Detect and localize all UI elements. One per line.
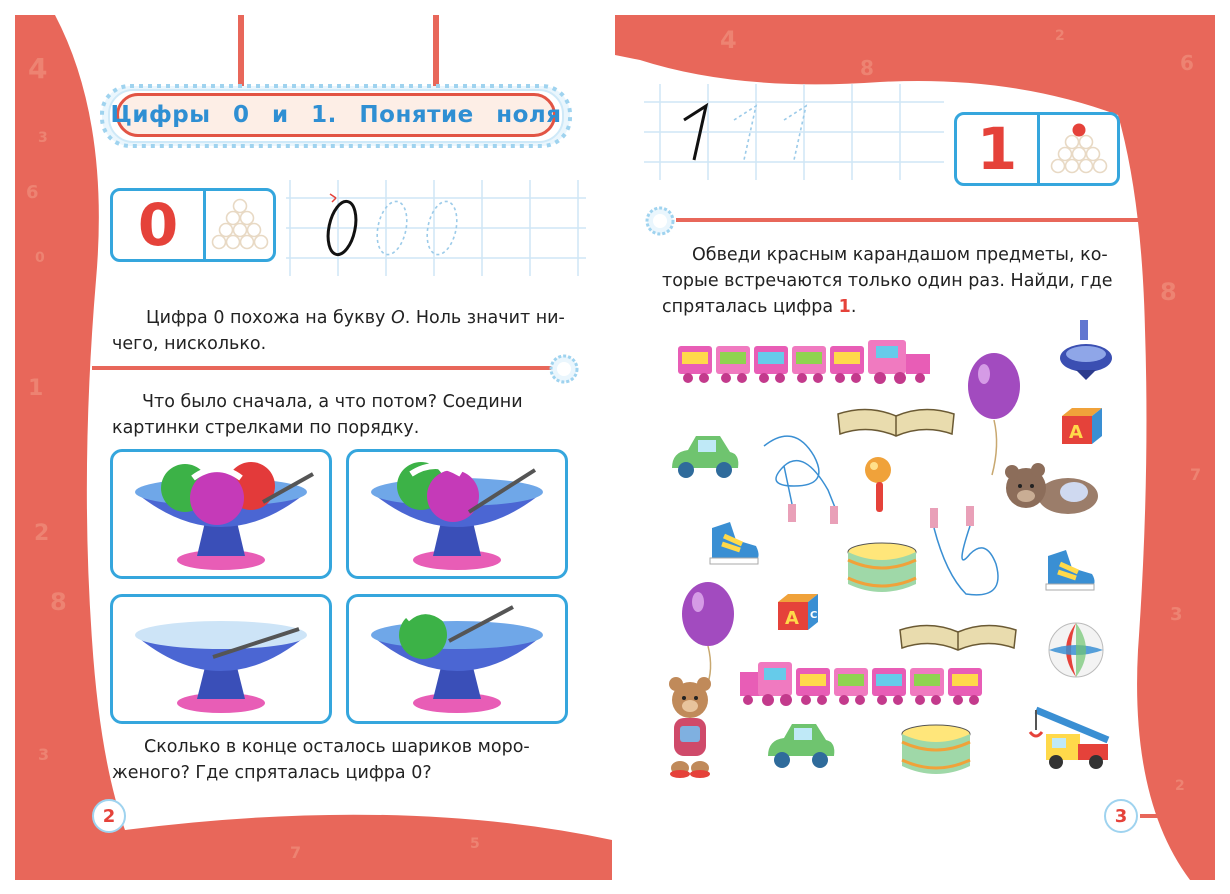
svg-text:5: 5 xyxy=(470,836,480,852)
svg-text:7: 7 xyxy=(290,843,301,862)
beach-ball[interactable] xyxy=(1046,620,1106,680)
svg-text:3: 3 xyxy=(1170,604,1183,625)
svg-text:3: 3 xyxy=(38,745,49,764)
ice-cream-bowl-two-scoops xyxy=(371,462,543,570)
svg-text:8: 8 xyxy=(860,56,874,80)
digit-card-zero: 0 xyxy=(110,188,276,262)
paragraph-circle-task: Обведи красным карандашом предметы, ко- … xyxy=(662,245,1113,317)
svg-text:C: C xyxy=(810,610,817,621)
alphabet-block-bottom[interactable]: A C xyxy=(774,592,824,634)
page-number-left: 2 xyxy=(88,795,130,837)
title-plate: Цифры 0 и 1. Понятие ноля xyxy=(111,93,561,137)
svg-text:A: A xyxy=(1069,422,1083,443)
digit-one: 1 xyxy=(957,115,1040,183)
writing-grid-zero xyxy=(286,180,586,276)
ice-cream-bowl-empty xyxy=(135,621,307,713)
writing-grid-one xyxy=(644,84,944,180)
paragraph-sequence-task: Что было сначала, а что потом? Соедини к… xyxy=(112,392,523,438)
banner-rope-left xyxy=(238,15,244,97)
page-title: Цифры 0 и 1. Понятие ноля xyxy=(110,102,562,128)
svg-text:2: 2 xyxy=(1175,778,1185,794)
alphabet-block-top[interactable]: A xyxy=(1058,406,1104,446)
teddy-bear-lying[interactable] xyxy=(998,462,1104,518)
svg-text:4: 4 xyxy=(28,52,47,85)
sneaker-right[interactable] xyxy=(1042,546,1098,594)
paragraph-scoops-question: Сколько в конце осталось шариков моро- ж… xyxy=(112,737,530,783)
page-number-line-right xyxy=(1140,814,1186,818)
digit-card-one: 1 xyxy=(954,112,1120,186)
gear-icon xyxy=(549,354,579,384)
picture-three-scoops[interactable] xyxy=(110,449,332,579)
jump-rope-top[interactable] xyxy=(754,426,844,526)
title-banner: Цифры 0 и 1. Понятие ноля xyxy=(96,80,576,152)
toy-crane-truck[interactable] xyxy=(1016,700,1118,774)
svg-text:6: 6 xyxy=(26,182,39,203)
toy-car-bottom[interactable] xyxy=(762,718,840,774)
section-divider-right xyxy=(676,218,1142,222)
purple-balloon-top[interactable] xyxy=(962,350,1028,480)
toy-train-bottom[interactable] xyxy=(738,658,990,710)
purple-balloon-bottom[interactable] xyxy=(678,580,738,690)
svg-text:8: 8 xyxy=(50,588,67,616)
picture-one-scoop[interactable] xyxy=(346,594,568,724)
dots-triangle-one-filled xyxy=(1040,115,1117,183)
svg-text:2: 2 xyxy=(1055,28,1065,44)
jump-rope-bottom[interactable] xyxy=(926,504,1016,604)
picture-empty-bowl[interactable] xyxy=(110,594,332,724)
open-book-bottom[interactable] xyxy=(896,620,1020,654)
svg-text:6: 6 xyxy=(1180,51,1194,75)
banner-rope-right xyxy=(433,15,439,97)
teddy-bear-standing[interactable] xyxy=(660,676,720,780)
svg-text:4: 4 xyxy=(720,26,737,54)
picture-two-scoops[interactable] xyxy=(346,449,568,579)
drum-bottom[interactable] xyxy=(898,722,974,780)
paragraph-zero-meaning: Цифра 0 похожа на букву О. Ноль значит н… xyxy=(112,308,565,354)
spinning-top[interactable] xyxy=(1058,320,1116,380)
svg-text:A: A xyxy=(785,608,799,629)
open-book-top[interactable] xyxy=(834,404,958,440)
section-divider-left xyxy=(92,366,552,370)
svg-text:7: 7 xyxy=(1190,465,1201,484)
gear-icon-right xyxy=(645,206,675,236)
page-number-right: 3 xyxy=(1100,795,1142,837)
sneaker-left[interactable] xyxy=(706,518,762,568)
ice-cream-bowl-three-scoops xyxy=(135,462,314,570)
svg-text:1: 1 xyxy=(28,376,43,401)
digit-zero: 0 xyxy=(113,191,206,259)
svg-text:2: 2 xyxy=(34,521,49,546)
toy-train-top[interactable] xyxy=(676,336,936,388)
empty-dots-triangle xyxy=(206,191,273,259)
svg-text:3: 3 xyxy=(38,130,48,146)
baby-rattle[interactable] xyxy=(860,454,900,516)
svg-text:0: 0 xyxy=(35,250,45,266)
ice-cream-bowl-one-scoop xyxy=(371,605,543,713)
svg-text:8: 8 xyxy=(1160,278,1177,306)
drum-top[interactable] xyxy=(844,540,920,598)
toy-car-top[interactable] xyxy=(666,430,742,484)
